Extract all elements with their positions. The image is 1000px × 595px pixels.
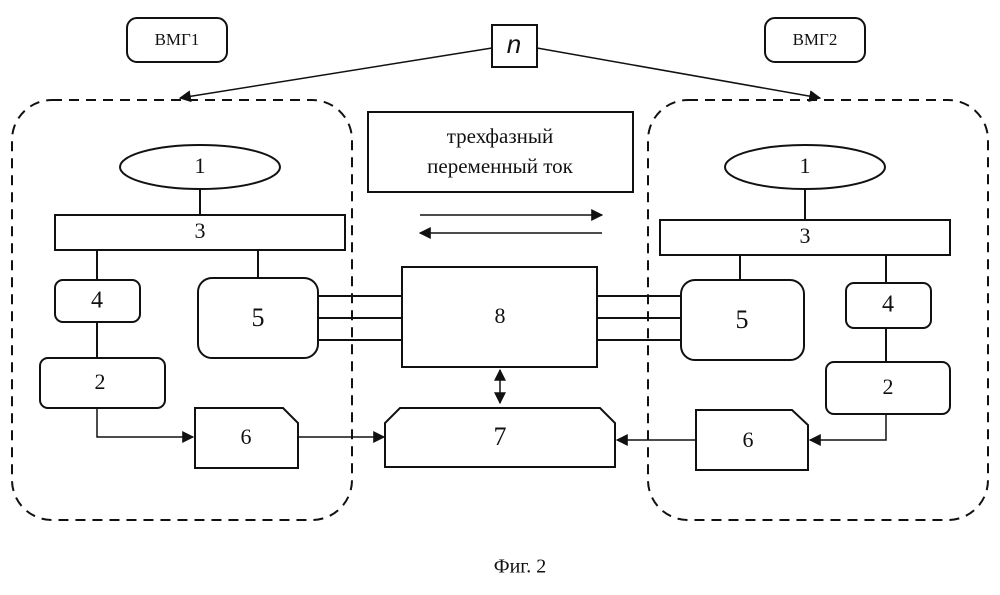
right-block-6-label: 6 bbox=[743, 427, 754, 452]
n-to-right-arrow bbox=[537, 48, 820, 98]
vmg1-label: ВМГ1 bbox=[155, 30, 200, 49]
n-label: n bbox=[507, 29, 521, 59]
right-group-boundary bbox=[648, 100, 988, 520]
right-block-2-label: 2 bbox=[883, 374, 894, 399]
current-label-line1: трехфазный bbox=[447, 124, 554, 148]
block-8-label: 8 bbox=[495, 303, 506, 328]
right-block-5-label: 5 bbox=[736, 305, 749, 334]
right-block-4-label: 4 bbox=[882, 292, 894, 318]
left-block-6-label: 6 bbox=[241, 424, 252, 449]
right-block-3-label: 3 bbox=[800, 223, 811, 248]
block-7-label: 7 bbox=[494, 422, 507, 451]
left-group-boundary bbox=[12, 100, 352, 520]
right-block-1-label: 1 bbox=[800, 153, 811, 178]
left-block-4-label: 4 bbox=[91, 288, 103, 314]
left-block-3-label: 3 bbox=[195, 218, 206, 243]
left-2-to-6-arrow bbox=[97, 408, 193, 437]
right-2-to-6-arrow bbox=[810, 414, 886, 440]
left-block-5-label: 5 bbox=[252, 303, 265, 332]
figure-caption: Фиг. 2 bbox=[494, 556, 546, 578]
left-block-2-label: 2 bbox=[95, 369, 106, 394]
left-block-1-label: 1 bbox=[195, 153, 206, 178]
current-label-line2: переменный ток bbox=[427, 154, 573, 178]
vmg2-label: ВМГ2 bbox=[793, 30, 838, 49]
